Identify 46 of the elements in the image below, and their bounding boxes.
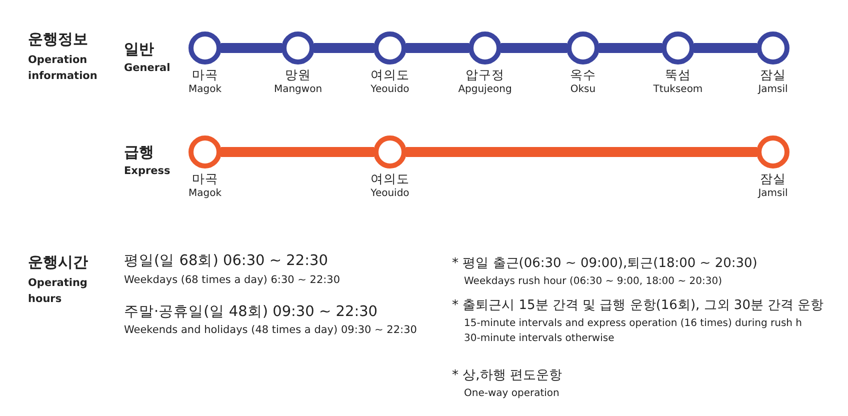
station-name: Magok xyxy=(188,84,222,95)
route-line xyxy=(314,43,374,53)
note-text: * 평일 출근(06:30 ~ 09:00),퇴근(18:00 ~ 20:30) xyxy=(452,255,758,272)
station-name: Apgujeong xyxy=(458,84,512,95)
station-name: Jamsil xyxy=(758,188,788,199)
schedule-text: 평일(일 68회) 06:30 ~ 22:30 xyxy=(124,252,328,270)
route-line xyxy=(501,43,567,53)
station-name: 여의도 xyxy=(370,171,410,186)
route-line xyxy=(406,43,469,53)
station-name: 옥수 xyxy=(570,67,596,82)
station-name: Mangwon xyxy=(274,84,322,95)
route-line xyxy=(221,43,282,53)
line-name: General xyxy=(124,62,170,74)
route-line xyxy=(406,147,757,157)
section-subheading: Operation information xyxy=(28,53,98,84)
station-name: 잠실 xyxy=(760,171,786,186)
section-heading: 운행정보 xyxy=(28,30,88,49)
station-name: Ttukseom xyxy=(653,84,703,95)
station-name: Jamsil xyxy=(758,84,788,95)
station-name: 여의도 xyxy=(370,67,410,82)
note-text: Weekdays rush hour (06:30 ~ 9:00, 18:00 ~ 20:30) xyxy=(464,276,722,287)
route-line xyxy=(694,43,757,53)
note-text: * 상,하행 편도운항 xyxy=(452,367,562,384)
station-name: Magok xyxy=(188,188,222,199)
route-line xyxy=(599,43,662,53)
section-heading: 운행시간 xyxy=(28,253,88,272)
route-line xyxy=(221,147,374,157)
station-name: Yeouido xyxy=(370,84,410,95)
schedule-note: Weekends and holidays (48 times a day) 09:30 ~ 22:30 xyxy=(124,324,417,336)
schedule-text: 주말·공휴일(일 48회) 09:30 ~ 22:30 xyxy=(124,303,378,321)
station-name: 마곡 xyxy=(192,171,218,186)
line-name: Express xyxy=(124,165,170,177)
section-subheading: Operating hours xyxy=(28,276,88,307)
station-name: Oksu xyxy=(570,84,596,95)
schedule-note: Weekdays (68 times a day) 6:30 ~ 22:30 xyxy=(124,274,340,286)
note-text: * 출퇴근시 15분 간격 및 급행 운항(16회), 그외 30분 간격 운항 xyxy=(452,297,824,314)
line-name: 급행 xyxy=(124,143,154,162)
station-name: Yeouido xyxy=(370,188,410,199)
station-name: 망원 xyxy=(285,67,311,82)
station-name: 마곡 xyxy=(192,67,218,82)
note-text: One-way operation xyxy=(464,388,560,399)
note-text: 15-minute intervals and express operation (16 times) during rush h 30-minute intervals otherwise xyxy=(464,317,804,346)
station-name: 압구정 xyxy=(466,67,504,82)
station-name: 뚝섬 xyxy=(665,67,691,82)
line-name: 일반 xyxy=(124,40,154,59)
station-name: 잠실 xyxy=(760,67,786,82)
